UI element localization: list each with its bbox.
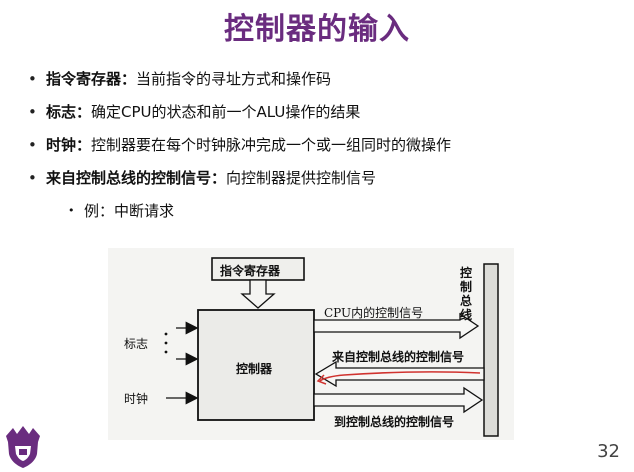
sub-bullet-item: • 例：中断请求 xyxy=(24,200,624,228)
sub-bullet-dot: • xyxy=(68,204,75,217)
bullet-item: • 来自控制总线的控制信号：向控制器提供控制信号 xyxy=(24,167,624,200)
bullet-text: 来自控制总线的控制信号：向控制器提供控制信号 xyxy=(46,167,376,189)
bullet-list: • 指令寄存器：当前指令的寻址方式和操作码 • 标志：确定CPU的状态和前一个A… xyxy=(24,68,624,228)
bullet-dot: • xyxy=(28,70,37,88)
bullet-dot: • xyxy=(28,136,37,154)
page-number: 32 xyxy=(597,441,620,462)
bullet-dot: • xyxy=(28,169,37,187)
clock-label: 时钟 xyxy=(124,392,149,406)
bullet-body: 当前指令的寻址方式和操作码 xyxy=(136,70,332,88)
bullet-term: 时钟： xyxy=(46,136,92,154)
instruction-register-label: 指令寄存器 xyxy=(220,264,281,278)
bullet-term: 标志： xyxy=(46,103,92,121)
slide-title: 控制器的输入 xyxy=(224,12,410,47)
controller-input-diagram: 指令寄存器 控制器 标志 时钟 CPU内的控制信号 来自控制总线的控制信号 到控… xyxy=(108,248,514,440)
red-annotation-arrow xyxy=(316,374,327,385)
flags-ellipsis-dot xyxy=(164,350,168,354)
bullet-text: 指令寄存器：当前指令的寻址方式和操作码 xyxy=(46,68,331,90)
cpu-signal-label: CPU内的控制信号 xyxy=(324,306,424,320)
cpu-signal-arrow xyxy=(313,312,480,340)
bullet-item: • 标志：确定CPU的状态和前一个ALU操作的结果 xyxy=(24,101,624,134)
red-annotation-stroke xyxy=(319,371,481,382)
sub-bullet-text: 例：中断请求 xyxy=(84,202,175,220)
bullet-body: 控制器要在每个时钟脉冲完成一个或一组同时的微操作 xyxy=(91,136,452,154)
bus-input-arrow xyxy=(314,360,485,388)
controller-box xyxy=(197,309,315,421)
bullet-item: • 时钟：控制器要在每个时钟脉冲完成一个或一组同时的微操作 xyxy=(24,134,624,167)
bullet-body: 确定CPU的状态和前一个ALU操作的结果 xyxy=(91,103,361,121)
flags-label: 标志 xyxy=(124,337,149,351)
flags-ellipsis-dot xyxy=(164,332,168,336)
bullet-dot: • xyxy=(28,103,37,121)
control-bus-label: 控制总线 xyxy=(460,266,473,322)
bullet-text: 标志：确定CPU的状态和前一个ALU操作的结果 xyxy=(46,101,360,123)
bullet-term: 来自控制总线的控制信号： xyxy=(46,169,227,187)
bullet-body: 向控制器提供控制信号 xyxy=(226,169,377,187)
bus-output-arrow xyxy=(313,386,484,414)
ir-to-controller-arrow xyxy=(240,279,276,309)
flags-ellipsis-dot xyxy=(164,341,168,345)
bus-output-label: 到控制总线的控制信号 xyxy=(334,415,455,429)
bullet-item: • 指令寄存器：当前指令的寻址方式和操作码 xyxy=(24,68,624,101)
bullet-term: 指令寄存器： xyxy=(46,70,137,88)
bus-input-label: 来自控制总线的控制信号 xyxy=(332,350,465,364)
control-bus-bar xyxy=(483,263,499,437)
controller-label: 控制器 xyxy=(236,362,273,376)
university-logo xyxy=(6,426,40,468)
diagram-graphics xyxy=(164,257,499,437)
bullet-text: 时钟：控制器要在每个时钟脉冲完成一个或一组同时的微操作 xyxy=(46,134,451,156)
